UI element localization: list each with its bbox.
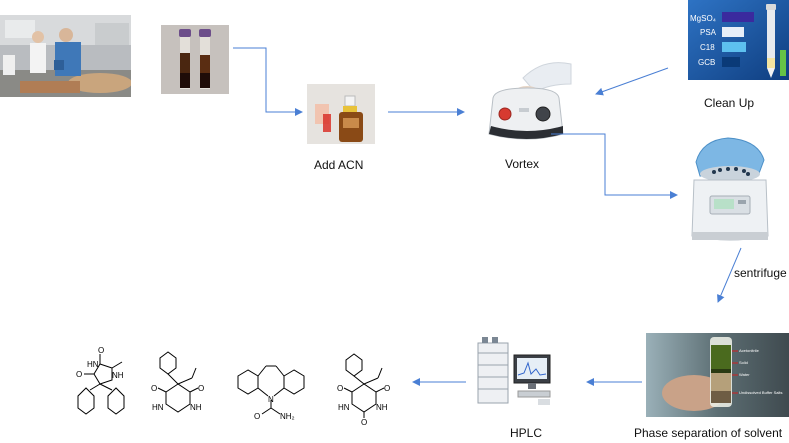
phenobarbital-structure: O O HN NH O xyxy=(337,353,390,426)
layer-label-water: Water xyxy=(739,372,750,377)
add-acn-photo xyxy=(307,84,375,144)
centrifuge-image xyxy=(688,136,770,244)
centrifuge-label: sentrifuge xyxy=(734,266,787,280)
blood-tubes-photo xyxy=(161,25,229,94)
vortex-label: Vortex xyxy=(505,157,540,171)
primidone-atom-nh: NH xyxy=(190,403,202,412)
phenobarbital-atom-hn: HN xyxy=(338,403,350,412)
sorbent-label-gcb: GCB xyxy=(698,58,715,67)
arrow-cleanup-to-vortex xyxy=(595,67,669,96)
clean-up-image: MgSO₄ PSA C18 GCB xyxy=(688,0,789,80)
phenytoin-atom-hn: HN xyxy=(87,360,99,369)
sorbent-label-c18: C18 xyxy=(700,43,715,52)
carbamazepine-atom-nh2: NH₂ xyxy=(280,412,295,421)
primidone-atom-o-left: O xyxy=(151,384,157,393)
sorbent-label-psa: PSA xyxy=(700,28,717,37)
layer-label-acetonitrile: Acetonitrile xyxy=(739,348,760,353)
layer-label-solid: Solid xyxy=(739,360,748,365)
carbamazepine-atom-n: N xyxy=(268,395,274,404)
layer-label-undissolved-salts: Undissolved Buffer Salts xyxy=(739,390,783,395)
phenytoin-atom-nh: NH xyxy=(112,371,124,380)
primidone-atom-o-right: O xyxy=(198,384,204,393)
phenytoin-structure: O HN NH O xyxy=(76,346,125,415)
autopsy-lab-photo xyxy=(0,15,131,97)
phenobarbital-atom-o-right: O xyxy=(384,384,390,393)
clean-up-label: Clean Up xyxy=(704,96,755,110)
phenytoin-atom-o-top: O xyxy=(98,346,104,355)
hplc-label: HPLC xyxy=(510,426,543,440)
sorbent-label-mgso4: MgSO₄ xyxy=(690,14,716,23)
arrow-tubes-to-acn xyxy=(233,47,303,116)
phase-separation-photo: Acetonitrile Solid Water Undissolved Buf… xyxy=(646,333,789,417)
add-acn-label: Add ACN xyxy=(314,158,364,172)
phenobarbital-atom-nh: NH xyxy=(376,403,388,412)
phase-separation-label: Phase separation of solvent xyxy=(634,426,783,440)
primidone-structure: O O HN NH xyxy=(151,351,204,413)
phenytoin-atom-o-left: O xyxy=(76,370,82,379)
phenobarbital-atom-o-left: O xyxy=(337,384,343,393)
vortex-mixer-image xyxy=(483,58,573,146)
hplc-instrument-image xyxy=(474,333,558,411)
carbamazepine-structure: N O NH₂ xyxy=(237,365,305,421)
phenobarbital-atom-o-bottom: O xyxy=(361,418,367,426)
primidone-atom-hn: HN xyxy=(152,403,164,412)
carbamazepine-atom-o: O xyxy=(254,412,260,421)
